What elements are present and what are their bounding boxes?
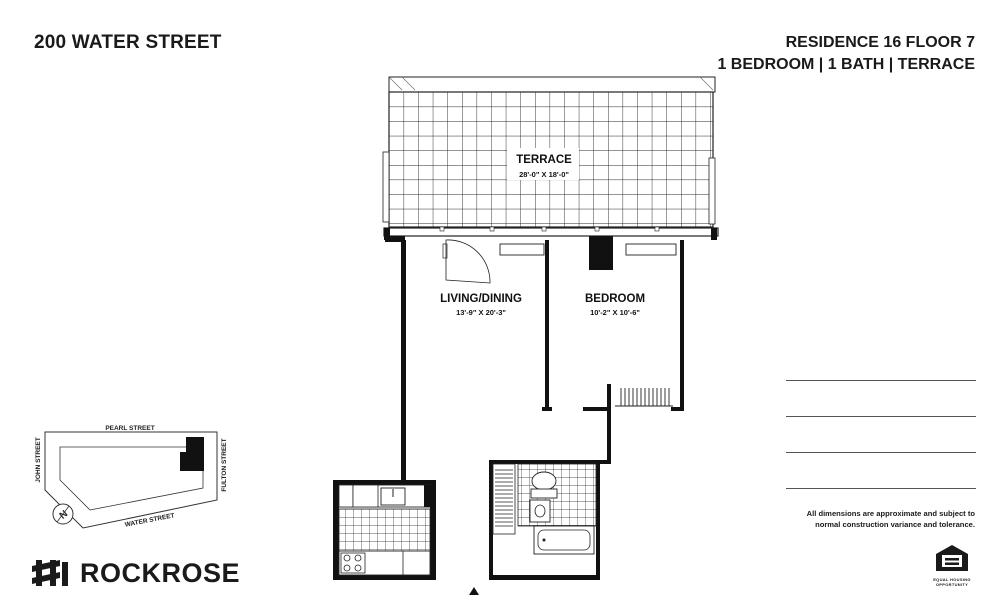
residence-number: RESIDENCE 16 FLOOR 7 <box>785 34 975 51</box>
unit-layout: 1 BEDROOM | 1 BATH | TERRACE <box>717 56 975 73</box>
rockrose-logo: ROCKROSE <box>32 556 240 590</box>
disclaimer-line: All dimensions are approximate and subje… <box>806 509 975 518</box>
bathroom <box>492 463 597 555</box>
terrace-label: TERRACE <box>516 154 572 166</box>
signature-line <box>786 488 976 489</box>
living-dims: 13'-9" X 20'-3" <box>456 308 506 317</box>
equal-housing-line: EQUAL HOUSING <box>933 577 971 582</box>
street-west: JOHN STREET <box>35 437 42 483</box>
residence-info: RESIDENCE 16 FLOOR 7 1 BEDROOM | 1 BATH … <box>717 32 975 76</box>
bedroom-features <box>589 236 677 407</box>
entry-arrow-icon <box>469 587 479 595</box>
street-east: FULTON STREET <box>221 438 228 491</box>
disclaimer: All dimensions are approximate and subje… <box>807 508 975 530</box>
bedroom-dims: 10'-2" X 10'-6" <box>590 308 640 317</box>
equal-housing-logo: EQUAL HOUSING OPPORTUNITY <box>930 544 974 587</box>
rockrose-logo-icon <box>32 560 68 586</box>
signature-lines <box>786 380 976 524</box>
terrace-dims: 28'-0" X 18'-0" <box>519 170 569 179</box>
signature-line <box>786 416 976 417</box>
living-label: LIVING/DINING <box>440 293 522 305</box>
equal-housing-text: EQUAL HOUSING OPPORTUNITY <box>930 577 974 587</box>
signature-line <box>786 452 976 453</box>
street-north: PEARL STREET <box>105 425 154 432</box>
disclaimer-line: normal construction variance and toleran… <box>815 520 975 529</box>
terrace <box>382 76 719 240</box>
signature-line <box>786 380 976 381</box>
logo-text: ROCKROSE <box>80 558 241 588</box>
kitchen <box>338 484 436 576</box>
equal-housing-line: OPPORTUNITY <box>935 581 969 587</box>
unit-walls <box>333 236 684 580</box>
living-features <box>442 239 545 284</box>
bedroom-label: BEDROOM <box>585 293 645 305</box>
site-map: N PEARL STREET WATER STREET JOHN STREET … <box>35 425 228 529</box>
equal-housing-icon <box>936 545 968 571</box>
building-title: 200 WATER STREET <box>34 32 222 53</box>
